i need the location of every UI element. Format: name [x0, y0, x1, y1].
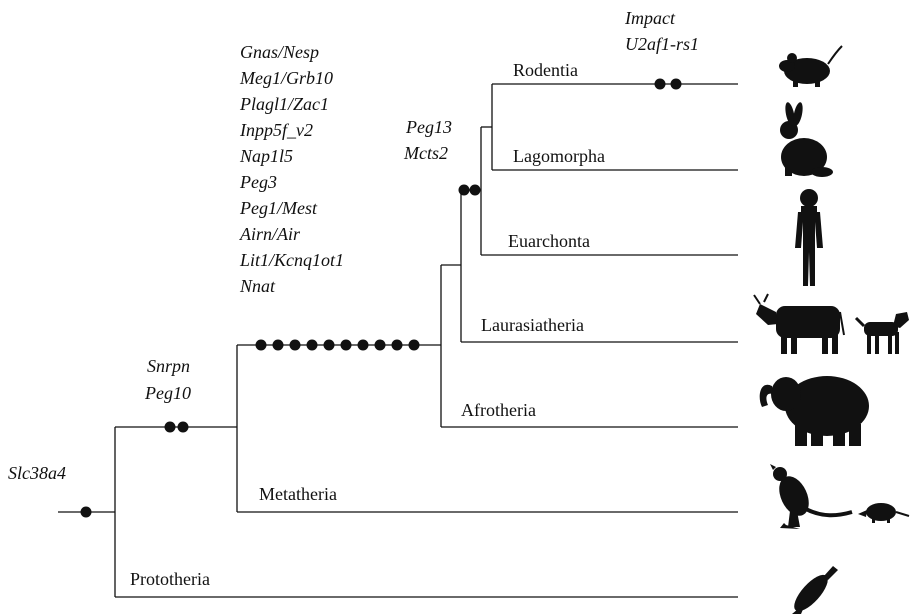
gene-dot — [357, 339, 369, 351]
gene-dot — [306, 339, 318, 351]
gene-dot — [374, 339, 386, 351]
gene-label: Snrpn — [147, 356, 190, 376]
gene-label: Lit1/Kcnq1ot1 — [239, 250, 344, 270]
gene-dot — [80, 506, 92, 518]
clade-label-metatheria: Metatheria — [259, 484, 337, 504]
gene-dot — [164, 421, 176, 433]
gene-labels: Slc38a4 Snrpn Peg10 Gnas/Nesp Meg1/Grb10… — [8, 8, 699, 483]
gene-dot — [255, 339, 267, 351]
elephant-icon — [759, 376, 869, 446]
gene-label: Peg10 — [144, 383, 191, 403]
gene-dot — [340, 339, 352, 351]
gene-label: Mcts2 — [403, 143, 448, 163]
mouse-icon — [779, 45, 843, 87]
gene-dot — [670, 78, 682, 90]
gene-label: Meg1/Grb10 — [239, 68, 333, 88]
dots-rodentia — [654, 78, 682, 90]
dots-eutherian — [255, 339, 420, 351]
clade-label-rodentia: Rodentia — [513, 60, 578, 80]
opossum-icon — [858, 503, 910, 523]
gene-dot — [391, 339, 403, 351]
gene-label: Airn/Air — [239, 224, 301, 244]
platypus-icon — [792, 566, 838, 614]
human-icon — [795, 189, 823, 286]
clade-label-lagomorpha: Lagomorpha — [513, 146, 605, 166]
gene-dot — [469, 184, 481, 196]
gene-label: Gnas/Nesp — [240, 42, 319, 62]
gene-dot — [408, 339, 420, 351]
gene-dot — [289, 339, 301, 351]
gene-label: Plagl1/Zac1 — [239, 94, 329, 114]
gene-dot — [177, 421, 189, 433]
dots-therian — [164, 421, 189, 433]
clade-label-afrotheria: Afrotheria — [461, 400, 536, 420]
clade-label-prototheria: Prototheria — [130, 569, 210, 589]
gene-label: Slc38a4 — [8, 463, 66, 483]
cow-icon — [753, 293, 845, 354]
gene-dot — [654, 78, 666, 90]
rabbit-icon — [780, 102, 833, 177]
kangaroo-icon — [770, 464, 853, 529]
gene-label: Nnat — [239, 276, 276, 296]
gene-dot — [272, 339, 284, 351]
dots-euarchontoglires — [458, 184, 481, 196]
clade-label-euarchonta: Euarchonta — [508, 231, 590, 251]
gene-label: Peg1/Mest — [239, 198, 318, 218]
dog-icon — [854, 312, 909, 354]
gene-label: Inpp5f_v2 — [239, 120, 313, 140]
gene-dot — [458, 184, 470, 196]
clade-labels: Rodentia Lagomorpha Euarchonta Laurasiat… — [130, 60, 605, 589]
gene-dot — [323, 339, 335, 351]
gene-label: Impact — [624, 8, 676, 28]
tree-branches — [58, 83, 738, 598]
gene-label: Peg13 — [405, 117, 452, 137]
dots-mammal-root — [80, 506, 92, 518]
clade-label-laurasiatheria: Laurasiatheria — [481, 315, 584, 335]
gene-label: Peg3 — [239, 172, 277, 192]
gene-label: U2af1-rs1 — [625, 34, 699, 54]
gene-label: Nap1l5 — [239, 146, 293, 166]
